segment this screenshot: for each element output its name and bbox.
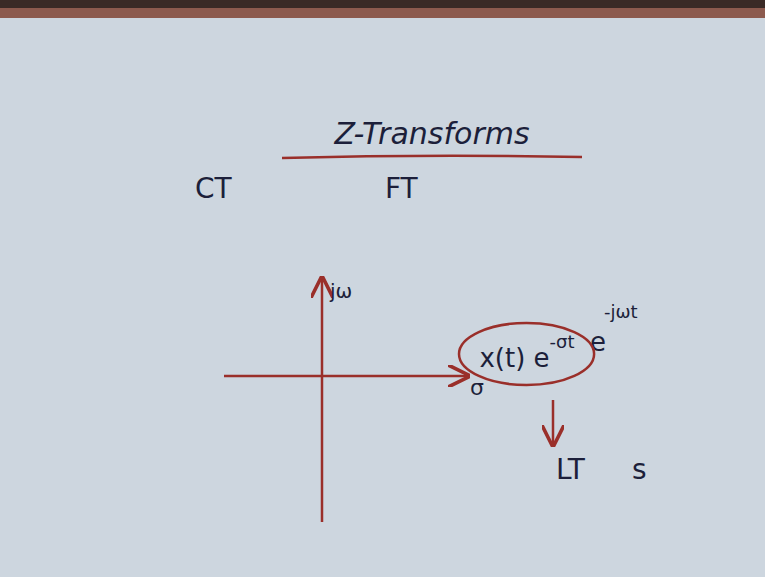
- jw-axis: [321, 278, 324, 522]
- board-label: -jωt: [604, 302, 638, 322]
- board-label: CT: [195, 174, 232, 205]
- down-arrow: [552, 400, 555, 445]
- board-label: s: [632, 455, 647, 486]
- board-label: FT: [385, 174, 418, 205]
- circled-expression: x(t) e-σt: [457, 321, 596, 387]
- top-bar-edge: [0, 8, 765, 18]
- top-bar: [0, 0, 765, 8]
- title: Z-Transforms: [334, 117, 529, 150]
- board-label: σ: [470, 376, 484, 400]
- board-label: e: [590, 328, 606, 357]
- board-label: LT: [556, 455, 585, 486]
- board-label: jω: [330, 280, 352, 302]
- title-underline: [282, 156, 582, 158]
- ellipse-outline: [459, 323, 594, 385]
- expression-text: -σt: [550, 331, 575, 352]
- expression-text: x(t) e: [479, 343, 549, 373]
- sigma-axis: [224, 375, 468, 378]
